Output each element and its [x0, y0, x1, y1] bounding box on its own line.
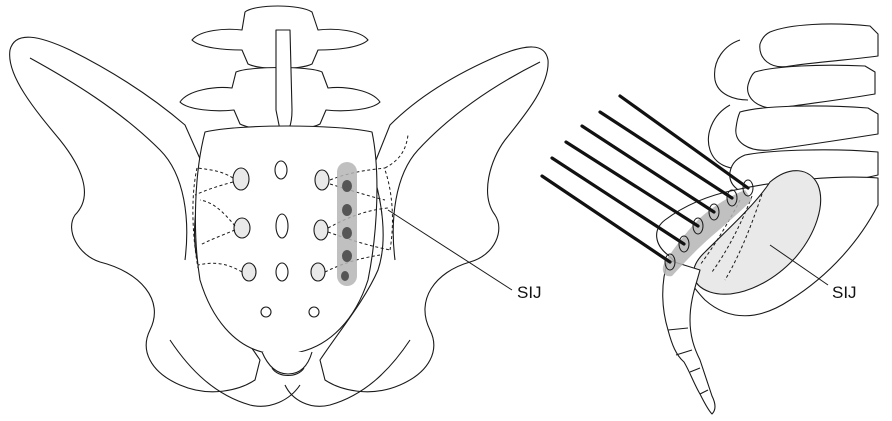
needle-6 [542, 176, 670, 262]
coccyx [262, 352, 312, 374]
lateral-posterior-elements [708, 40, 748, 168]
pelvis-posterior-view: SIJ [10, 6, 548, 406]
foramen-bottom-left [261, 307, 271, 317]
lesion-dot-2 [342, 204, 352, 216]
lesion-dot-5 [341, 271, 349, 281]
foramen-right-2 [314, 220, 328, 240]
left-sij-label: SIJ [517, 283, 542, 302]
foramen-right-1 [315, 170, 329, 190]
sacrum-lateral-view: SIJ [542, 24, 878, 414]
needle-4 [566, 142, 698, 226]
foramen-right-3 [311, 263, 325, 281]
spinous-process [276, 30, 292, 134]
foramen-left-2 [234, 218, 250, 238]
needle-5 [552, 158, 684, 244]
foramen-bottom-right [309, 307, 319, 317]
needle-3 [582, 126, 714, 212]
lesion-dot-4 [342, 250, 352, 262]
foramen-mid-1 [275, 161, 287, 179]
right-sij-label: SIJ [832, 283, 857, 302]
lateral-vertebra-1 [760, 24, 878, 67]
foramen-mid-3 [276, 263, 288, 281]
foramen-left-1 [233, 168, 249, 190]
lateral-vertebra-2 [748, 65, 875, 108]
lesion-dot-1 [342, 180, 352, 192]
lesion-dot-3 [342, 227, 352, 239]
lateral-vertebra-3 [736, 106, 878, 150]
foramen-left-3 [242, 263, 256, 281]
foramen-mid-2 [276, 214, 288, 238]
